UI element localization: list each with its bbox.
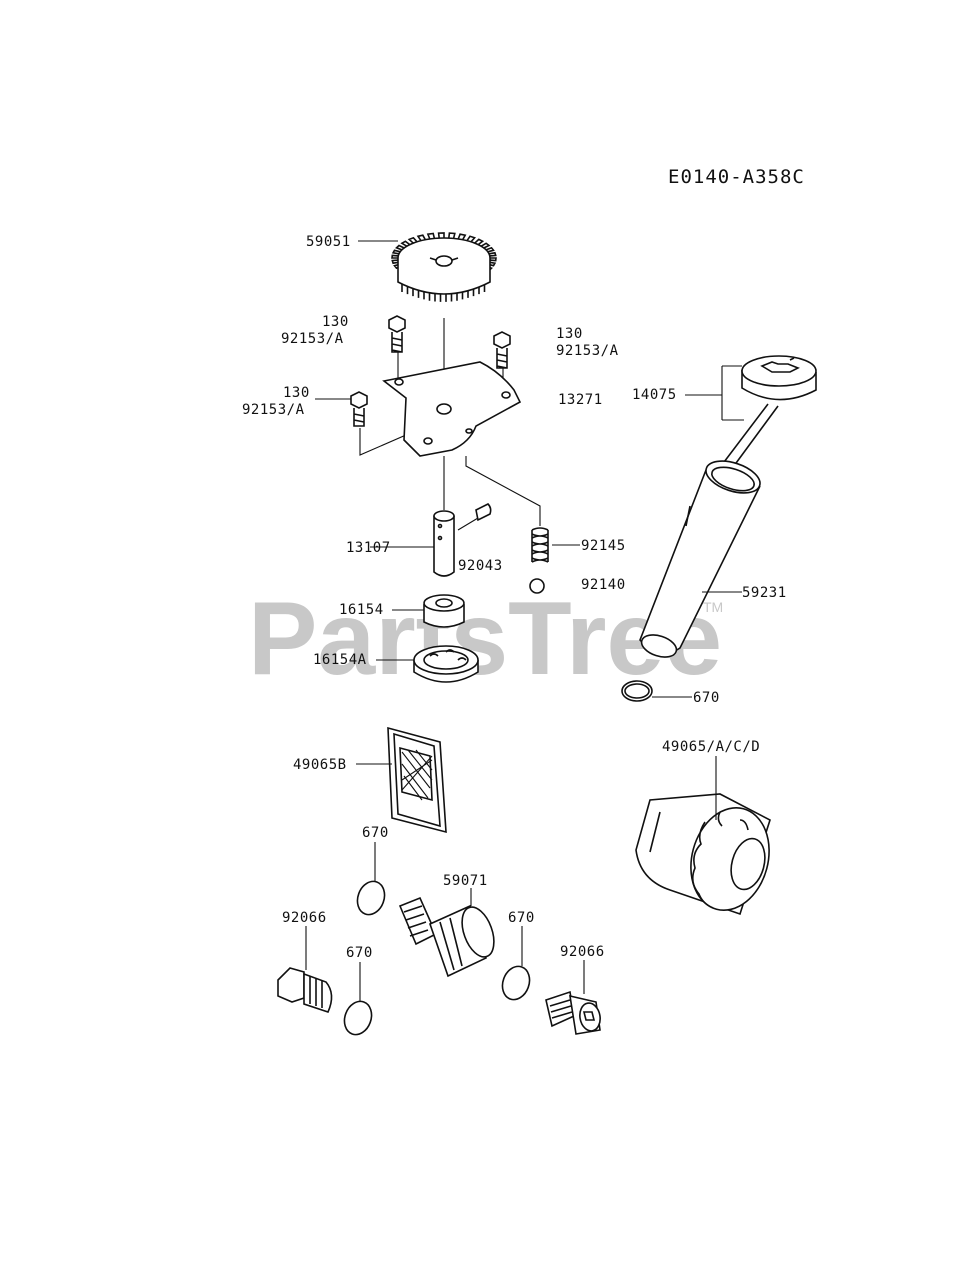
outer-rotor-16154A[interactable] [413, 645, 479, 683]
dipstick-14075[interactable] [717, 355, 817, 475]
label-92153a-a: 92153/A [281, 331, 344, 347]
label-49065: 49065/A/C/D [662, 739, 760, 755]
bolt-left-top[interactable] [388, 315, 406, 353]
label-92066-a: 92066 [282, 910, 327, 926]
label-59071: 59071 [443, 873, 488, 889]
label-59231: 59231 [742, 585, 787, 601]
label-59051: 59051 [306, 234, 351, 250]
label-92140: 92140 [581, 577, 626, 593]
label-16154: 16154 [339, 602, 384, 618]
o-ring-670-bottom[interactable] [340, 998, 376, 1039]
pin-92043[interactable] [475, 503, 492, 522]
label-670-c: 670 [508, 910, 535, 926]
drain-plug-92066-right[interactable] [545, 990, 602, 1035]
label-92066-b: 92066 [560, 944, 605, 960]
watermark-trademark: TM [703, 599, 723, 615]
drain-plug-92066-left[interactable] [277, 967, 333, 1013]
shaft-13107[interactable] [433, 510, 455, 577]
filler-tube-59231[interactable] [639, 455, 764, 661]
label-14075: 14075 [632, 387, 677, 403]
spring-92145[interactable] [531, 527, 549, 563]
label-13107: 13107 [346, 540, 391, 556]
label-92145: 92145 [581, 538, 626, 554]
label-670-b: 670 [362, 825, 389, 841]
label-130-a: 130 [322, 314, 349, 330]
bolt-right-top[interactable] [493, 331, 511, 369]
fitting-59071[interactable] [398, 896, 500, 978]
label-16154A: 16154A [313, 652, 367, 668]
screen-49065B[interactable] [387, 726, 447, 834]
o-ring-670-screen[interactable] [353, 878, 389, 919]
label-49065B: 49065B [293, 757, 347, 773]
label-130-b: 130 [556, 326, 583, 342]
ball-92140[interactable] [529, 578, 545, 594]
o-ring-670-right[interactable] [498, 963, 534, 1004]
inner-rotor-16154[interactable] [423, 594, 465, 628]
oil-filter-49065[interactable] [635, 793, 780, 919]
label-670-a: 670 [693, 690, 720, 706]
label-92153a-c: 92153/A [242, 402, 305, 418]
diagram-code: E0140-A358C [668, 166, 805, 188]
o-ring-670-tube[interactable] [621, 680, 653, 702]
bolt-left-bottom[interactable] [350, 391, 368, 427]
cover-plate-13271[interactable] [382, 361, 522, 457]
label-92153a-b: 92153/A [556, 343, 619, 359]
label-130-c: 130 [283, 385, 310, 401]
label-670-d: 670 [346, 945, 373, 961]
label-13271: 13271 [558, 392, 603, 408]
label-92043: 92043 [458, 558, 503, 574]
gear-59051[interactable] [391, 232, 497, 302]
